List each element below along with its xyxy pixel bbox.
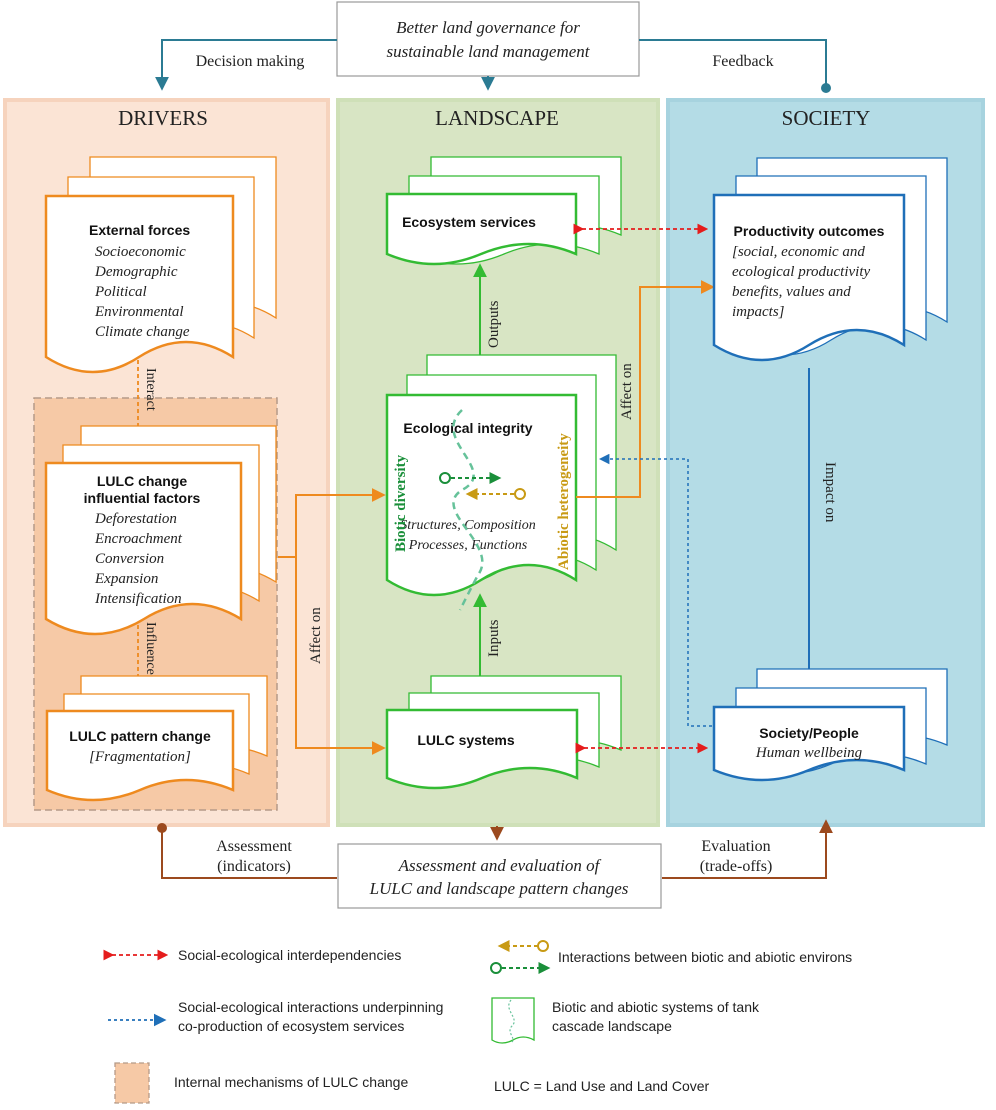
- lulc-pattern-doc: [45, 675, 268, 802]
- feedback-connector: [639, 39, 827, 86]
- lulc-systems-title: LULC systems: [417, 732, 514, 748]
- ext-item-2: Political: [94, 284, 147, 300]
- productivity-doc: [712, 157, 948, 362]
- inputs-label: Inputs: [486, 619, 502, 657]
- ext-item-4: Climate change: [95, 324, 190, 340]
- legend-biotic-systems-2: cascade landscape: [552, 1018, 672, 1034]
- evaluation-label1: Evaluation: [701, 838, 770, 855]
- factor-item-1: Encroachment: [94, 531, 183, 547]
- legend-biotic-system-icon: [491, 997, 535, 1044]
- assessment-dot: [157, 823, 167, 833]
- assessment-box-line1: Assessment and evaluation of: [398, 856, 602, 875]
- biotic-interaction-origin: [439, 472, 451, 484]
- productivity-line-0: [social, economic and: [732, 244, 865, 260]
- ecosystem-services-doc: [385, 156, 622, 266]
- affect-on-left-lower: [295, 557, 386, 755]
- factor-item-4: Intensification: [94, 591, 182, 607]
- interact-label: Interact: [143, 368, 158, 411]
- legend-internal-swatch: [114, 1062, 150, 1104]
- ecological-integrity-line2: Processes, Functions: [408, 538, 528, 553]
- landscape-title: LANDSCAPE: [435, 106, 559, 130]
- feedback-label: Feedback: [712, 53, 773, 70]
- ext-item-1: Demographic: [94, 264, 178, 280]
- affect-on-left-label: Affect on: [308, 607, 324, 664]
- influence-label: Influence: [143, 622, 158, 675]
- legend-interactions-biotic: Interactions between biotic and abiotic …: [558, 949, 852, 965]
- legend-gold-origin: [537, 940, 549, 952]
- evaluation-arrow: [662, 819, 833, 879]
- productivity-line-3: impacts]: [732, 304, 785, 320]
- legend-green-origin: [490, 962, 502, 974]
- assessment-box-line2: LULC and landscape pattern changes: [369, 879, 629, 898]
- lulc-factors-title2: influential factors: [84, 490, 201, 506]
- society-people-sub: Human wellbeing: [755, 745, 863, 761]
- governance-line1: Better land governance for: [396, 18, 580, 37]
- affect-on-left-connector: [278, 488, 386, 558]
- lulc-pattern-sub: [Fragmentation]: [89, 749, 191, 765]
- drivers-title: DRIVERS: [118, 106, 208, 130]
- external-forces-doc: [44, 156, 277, 374]
- assessment-box: [337, 843, 662, 909]
- outputs-label: Outputs: [486, 300, 502, 348]
- lulc-factors-title1: LULC change: [97, 473, 187, 489]
- legend-lulc-def: LULC = Land Use and Land Cover: [494, 1078, 710, 1094]
- decision-making-arrow: [155, 39, 337, 91]
- abiotic-heterogeneity-label: Abiotic heterogeneity: [556, 433, 572, 570]
- assessment-connector: [161, 831, 337, 879]
- society-people-title: Society/People: [759, 725, 859, 741]
- assessment-label2: (indicators): [217, 858, 291, 875]
- external-forces-title: External forces: [89, 222, 190, 238]
- legend-biotic-system-wave: [508, 999, 515, 1043]
- lulc-pattern-title: LULC pattern change: [69, 728, 211, 744]
- legend-internal: Internal mechanisms of LULC change: [174, 1074, 408, 1090]
- productivity-line-1: ecological productivity: [732, 264, 870, 280]
- assessment-label1: Assessment: [216, 838, 292, 855]
- governance-box: [336, 1, 640, 77]
- legend-social-ecological: Social-ecological interdependencies: [178, 947, 401, 963]
- feedback-dot: [821, 83, 831, 93]
- factor-item-0: Deforestation: [94, 511, 177, 527]
- productivity-line-2: benefits, values and: [732, 284, 851, 300]
- decision-making-label: Decision making: [196, 53, 305, 70]
- legend-co-production-2: co-production of ecosystem services: [178, 1018, 404, 1034]
- factor-item-3: Expansion: [94, 571, 158, 587]
- governance-line2: sustainable land management: [386, 42, 590, 61]
- legend-biotic-systems-1: Biotic and abiotic systems of tank: [552, 999, 760, 1015]
- ecosystem-services-title: Ecosystem services: [402, 214, 536, 230]
- ecological-integrity-title: Ecological integrity: [403, 420, 532, 436]
- lulc-factors-doc: [44, 425, 277, 636]
- ecological-integrity-doc: [385, 354, 617, 597]
- co-production-arrow: [598, 453, 712, 727]
- productivity-title: Productivity outcomes: [734, 223, 885, 239]
- factor-item-2: Conversion: [95, 551, 164, 567]
- impact-on-label: Impact on: [822, 462, 838, 523]
- ext-item-3: Environmental: [94, 304, 184, 320]
- abiotic-interaction-origin: [514, 488, 526, 500]
- legend-co-production-1: Social-ecological interactions underpinn…: [178, 999, 443, 1015]
- society-title: SOCIETY: [782, 106, 871, 130]
- ext-item-0: Socioeconomic: [95, 244, 186, 260]
- society-people-doc: [712, 668, 948, 782]
- affect-on-right-arrow: [576, 280, 715, 498]
- evaluation-label2: (trade-offs): [700, 858, 773, 875]
- biotic-diversity-label: Biotic diversity: [393, 454, 409, 552]
- biotic-abiotic-boundary: [452, 409, 484, 611]
- legend: Social-ecological interdependencies Inte…: [103, 940, 852, 1104]
- lulc-systems-doc: [385, 675, 622, 790]
- ecological-integrity-line1: Structures, Composition: [400, 518, 536, 533]
- affect-on-right-label: Affect on: [619, 363, 635, 420]
